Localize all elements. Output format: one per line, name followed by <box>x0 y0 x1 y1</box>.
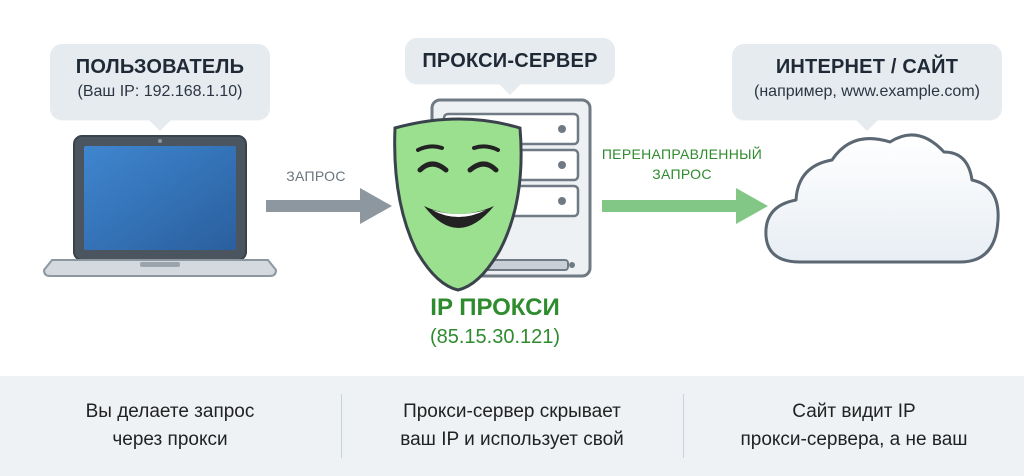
footer-step-1-line2: через прокси <box>112 429 228 450</box>
user-title: ПОЛЬЗОВАТЕЛЬ <box>75 56 245 78</box>
laptop-icon <box>42 135 278 277</box>
forwarded-label-line2: ЗАПРОС <box>652 166 712 182</box>
footer-step-1-line1: Вы делаете запрос <box>85 401 255 422</box>
user-label-bubble: ПОЛЬЗОВАТЕЛЬ (Ваш IP: 192.168.1.10) <box>50 44 270 131</box>
forwarded-label-line1: ПЕРЕНАПРАВЛЕННЫЙ <box>601 146 763 162</box>
footer-step-1: Вы делаете запрос через прокси <box>0 376 340 476</box>
internet-example: (например, www.example.com) <box>754 83 980 100</box>
proxy-ip-value: (85.15.30.121) <box>429 326 561 348</box>
internet-label-bubble: ИНТЕРНЕТ / САЙТ (например, www.example.c… <box>732 44 1002 131</box>
proxy-label-bubble: ПРОКСИ-СЕРВЕР <box>405 38 615 95</box>
footer-step-3-line1: Сайт видит IP <box>792 401 916 422</box>
footer-step-3-line2: прокси-сервера, а не ваш <box>740 429 968 450</box>
request-label: ЗАПРОС <box>286 168 346 184</box>
footer-step-2-line1: Прокси-сервер скрывает <box>403 401 621 422</box>
footer-step-2: Прокси-сервер скрывает ваш IP и использу… <box>342 376 682 476</box>
footer-step-3: Сайт видит IP прокси-сервера, а не ваш <box>684 376 1024 476</box>
footer-divider-2 <box>683 394 684 458</box>
forwarded-arrow <box>602 188 768 224</box>
proxy-title: ПРОКСИ-СЕРВЕР <box>422 49 598 72</box>
diagram-graphics <box>42 98 1000 292</box>
user-ip: (Ваш IP: 192.168.1.10) <box>77 83 243 100</box>
proxy-ip-label: IP ПРОКСИ <box>430 294 560 321</box>
cloud-icon <box>764 133 1000 264</box>
forwarded-label: ПЕРЕНАПРАВЛЕННЫЙ ЗАПРОС <box>592 144 772 184</box>
mask-icon <box>393 117 523 292</box>
request-arrow <box>266 188 392 224</box>
footer-step-2-line2: ваш IP и использует свой <box>400 429 624 450</box>
footer-divider-1 <box>341 394 342 458</box>
internet-title: ИНТЕРНЕТ / САЙТ <box>775 56 959 78</box>
explanation-footer: Вы делаете запрос через прокси Прокси-се… <box>0 376 1024 476</box>
